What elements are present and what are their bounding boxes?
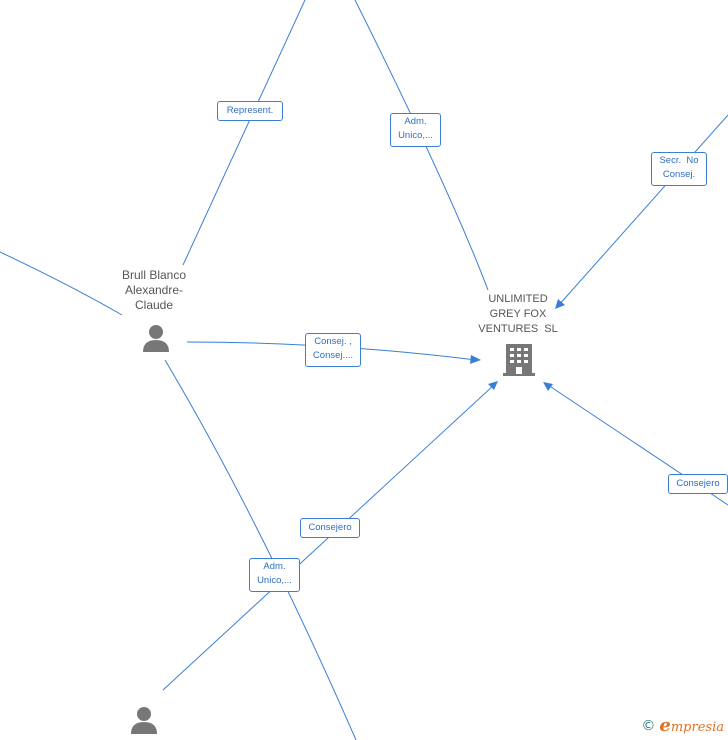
edge-secr-no-consej xyxy=(557,114,728,307)
edge-adm-unico-top xyxy=(354,0,489,291)
arrowhead-consejero-right xyxy=(543,382,553,391)
arrowhead-consej xyxy=(470,355,481,364)
edge-adm-unico-bottom xyxy=(164,359,357,740)
brand-initial: e xyxy=(659,715,671,736)
edge-left-incoming xyxy=(0,251,123,316)
edge-represent xyxy=(182,0,306,266)
company-label[interactable]: UNLIMITED GREY FOX VENTURES SL xyxy=(478,293,558,335)
person-label-brull[interactable]: Brull Blanco Alexandre- Claude xyxy=(121,268,187,312)
arrowhead-secr xyxy=(555,299,565,309)
brand-name: mpresia xyxy=(670,720,724,735)
edge-label-consejero-right[interactable]: Consejero xyxy=(668,474,728,494)
empresia-logo: © empresia xyxy=(641,715,724,736)
edge-label-consejero-bottom[interactable]: Consejero xyxy=(300,518,360,538)
arrowhead-consejero-bottom xyxy=(488,381,498,390)
building-icon[interactable] xyxy=(503,344,535,376)
person-icon[interactable] xyxy=(143,325,169,352)
person-icon[interactable] xyxy=(131,707,157,734)
edge-label-secr-no-consej[interactable]: Secr. No Consej. xyxy=(651,152,707,186)
copyright-icon: © xyxy=(641,717,656,734)
edge-label-represent[interactable]: Represent. xyxy=(217,101,283,121)
edge-label-adm-unico-top[interactable]: Adm. Unico,... xyxy=(390,113,441,147)
edge-label-adm-unico-bottom[interactable]: Adm. Unico,... xyxy=(249,558,300,592)
edge-label-consej-consej[interactable]: Consej. , Consej.... xyxy=(305,333,361,367)
